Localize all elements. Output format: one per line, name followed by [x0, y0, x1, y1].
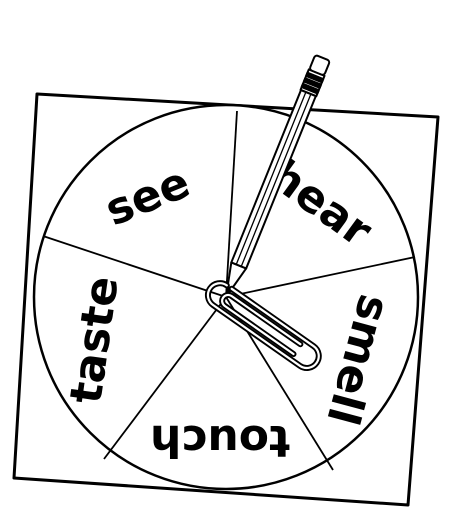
section-label-touch: touch	[150, 415, 290, 466]
